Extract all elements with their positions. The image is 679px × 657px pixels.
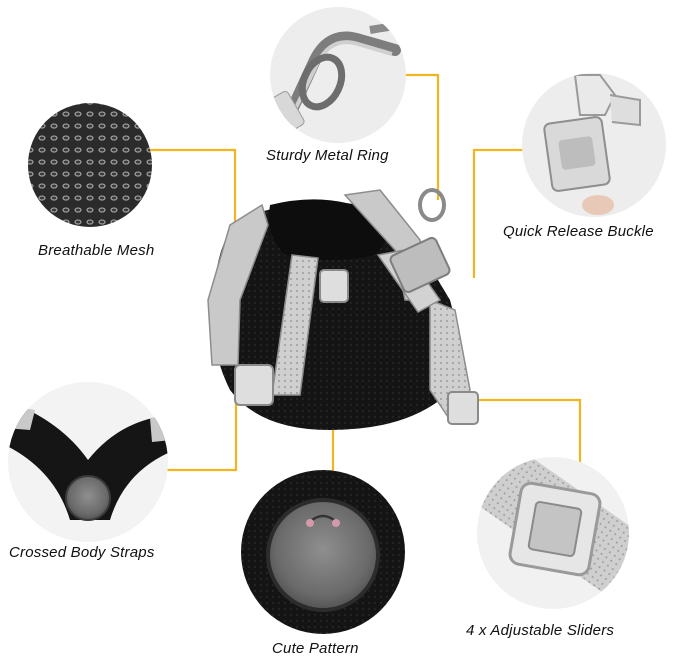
label-breathable-mesh: Breathable Mesh — [38, 242, 155, 259]
breathable-mesh-image — [28, 103, 152, 227]
callout-line-sliders — [460, 398, 582, 488]
metal-ring-image — [270, 7, 406, 143]
callout-line-straps — [160, 400, 238, 472]
label-quick-release-buckle: Quick Release Buckle — [503, 223, 654, 240]
slider-image — [477, 457, 629, 609]
label-metal-ring: Sturdy Metal Ring — [266, 147, 389, 164]
cute-pattern-image — [241, 470, 405, 634]
label-crossed-body-straps: Crossed Body Straps — [9, 544, 155, 561]
label-cute-pattern: Cute Pattern — [272, 640, 359, 657]
harness-main-image — [207, 188, 479, 430]
crossed-straps-image — [8, 382, 168, 542]
label-adjustable-sliders: 4 x Adjustable Sliders — [466, 622, 615, 639]
callout-line-buckle — [472, 148, 532, 278]
buckle-image — [522, 73, 666, 217]
